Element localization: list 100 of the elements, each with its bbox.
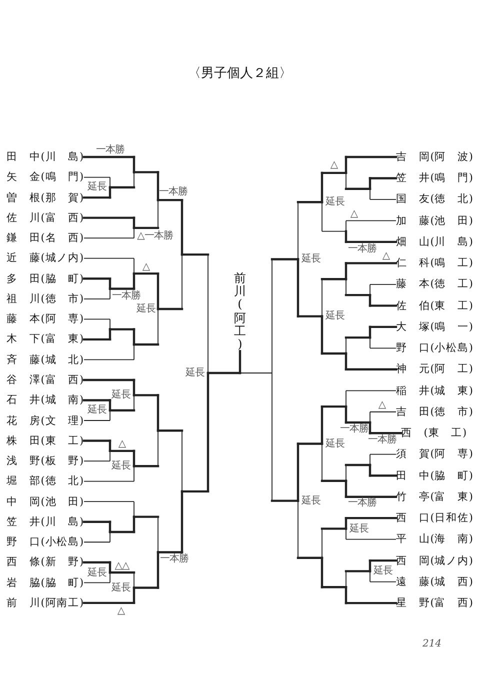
bracket-line: [108, 328, 136, 330]
player-name: 鎌 田(名 西): [6, 232, 84, 244]
bracket-line: [344, 516, 348, 530]
bracket-line: [84, 238, 134, 239]
match-note: 延長: [112, 582, 130, 594]
match-note: 延長: [374, 566, 392, 576]
bracket-line: [344, 405, 348, 424]
player-name: 国 友(徳 北): [396, 193, 474, 206]
player-name: 佐 伯(東 工): [396, 300, 474, 312]
bracket-line: [370, 411, 396, 412]
bracket-line: [156, 308, 184, 310]
bracket-line: [180, 198, 184, 256]
bracket-line: [296, 556, 324, 559]
bracket-line: [344, 496, 398, 498]
bracket-line: [320, 556, 324, 588]
bracket-line: [322, 230, 346, 232]
player-name: 笠 井(鳴 門): [396, 172, 474, 184]
bracket-line: [320, 278, 348, 280]
bracket-line: [206, 372, 210, 493]
bracket-line: [344, 156, 398, 158]
bracket-line: [108, 520, 112, 534]
bracket-line: [296, 201, 324, 204]
bracket-line: [296, 315, 324, 318]
triangle-mark: △: [142, 262, 150, 272]
match-note: 延長: [88, 567, 106, 578]
title: 〈男子個人２組〉: [188, 66, 292, 81]
triangle-mark: △△: [114, 560, 130, 572]
match-note: 延長: [326, 196, 344, 208]
triangle-mark: △: [382, 250, 390, 262]
bracket-line: [320, 480, 348, 482]
bracket-line: [344, 188, 372, 190]
bracket-line: [344, 262, 398, 264]
player-name: 吉 田(徳 市): [396, 406, 474, 418]
player-name: 西 條(新 野): [6, 556, 84, 568]
bracket-line: [368, 464, 372, 477]
bracket-line: [344, 262, 348, 280]
bracket-line: [108, 278, 112, 290]
bracket-line: [108, 440, 112, 452]
bracket-line: [84, 582, 110, 584]
match-note: 延長: [350, 524, 368, 534]
bracket-line: [108, 186, 112, 199]
bracket-line: [108, 530, 136, 534]
player-name: 木 下(富 東): [6, 333, 84, 346]
player-name: 斉 藤(城 北): [6, 354, 84, 366]
player-name: 浅 野(板 野): [6, 455, 84, 468]
bracket-line: [368, 326, 372, 339]
player-name: 西 (東 工): [401, 427, 467, 440]
bracket-line: [156, 430, 184, 432]
bracket-line: [344, 368, 398, 370]
bracket-line: [368, 559, 372, 572]
bracket-line: [344, 336, 372, 339]
bracket-line: [346, 390, 396, 392]
page-number: 214: [422, 638, 442, 650]
bracket-line: [132, 226, 160, 230]
bracket-line: [368, 294, 372, 307]
bracket-line: [156, 551, 160, 589]
bracket-line: [82, 196, 112, 199]
match-note: 一本勝: [340, 424, 368, 434]
bracket-line: [368, 177, 398, 180]
bracket-line: [368, 432, 402, 434]
player-name: 星 野(富 西): [396, 597, 474, 610]
player-name: 仁 科(鳴 工): [396, 257, 474, 270]
bracket-line: [344, 602, 398, 604]
match-note: 延長: [112, 390, 130, 400]
bracket-line: [84, 480, 134, 482]
player-name: 花 房(文 理): [6, 414, 84, 426]
bracket-line: [346, 538, 396, 540]
player-name: 稲 井(城 東): [396, 384, 474, 397]
bracket-line: [180, 490, 210, 493]
bracket-line: [132, 216, 136, 230]
bracket-line: [82, 440, 112, 442]
player-name: 谷 澤(富 西): [6, 374, 84, 386]
match-note: 一本勝: [348, 498, 376, 508]
bracket-line: [344, 156, 348, 174]
bracket-line: [238, 350, 242, 374]
match-note: 延長: [326, 310, 344, 322]
bracket-line: [320, 315, 324, 355]
match-note: 延長: [186, 368, 204, 378]
bracket-line: [82, 156, 136, 158]
player-name: 田 中(脇 町): [396, 470, 474, 482]
bracket-line: [370, 199, 396, 200]
bracket-line: [320, 405, 348, 408]
match-note: 延長: [112, 460, 130, 472]
bracket-line: [320, 352, 348, 355]
bracket-line: [82, 278, 112, 280]
bracket-line: [296, 442, 324, 445]
bracket-line: [368, 326, 398, 328]
bracket-line: [320, 586, 348, 588]
bracket-line: [132, 328, 136, 346]
bracket-line: [296, 258, 300, 318]
bracket-line: [370, 284, 396, 285]
bracket-line: [84, 359, 134, 360]
bracket-line: [82, 399, 112, 402]
player-name: 神 元(阿 工): [396, 363, 474, 376]
bracket-line: [370, 581, 396, 582]
bracket-line: [368, 421, 372, 434]
champion-name: 前川(阿工): [234, 272, 246, 352]
bracket-line: [240, 372, 272, 374]
match-note: 一本勝: [112, 290, 140, 302]
bracket-line: [84, 176, 110, 178]
